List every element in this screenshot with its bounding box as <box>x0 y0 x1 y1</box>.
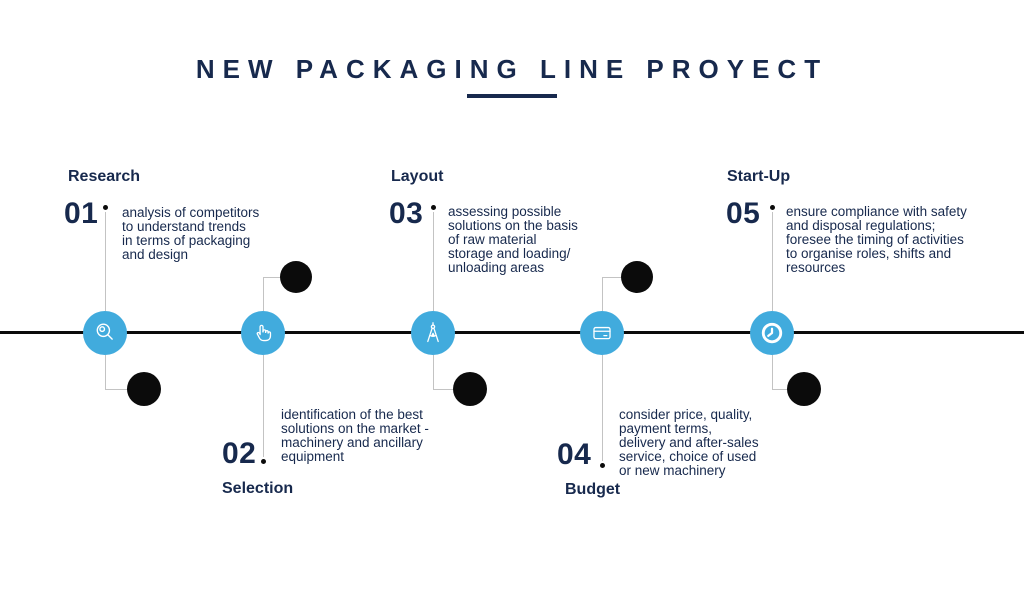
magnifier-icon <box>92 320 118 346</box>
step-3-connector <box>433 389 459 390</box>
step-2-number: 02 <box>222 437 257 470</box>
step-5-marker-dot <box>787 372 821 406</box>
timeline-axis <box>0 331 1024 334</box>
drafting-compass-icon <box>420 320 446 346</box>
page-title: NEW PACKAGING LINE PROYECT <box>195 54 829 84</box>
step-4-label: Budget <box>565 481 621 498</box>
step-4-description: consider price, quality, payment terms, … <box>619 407 759 478</box>
step-2-anchor-dot <box>261 459 266 464</box>
step-1-label: Research <box>68 168 141 185</box>
hand-pointer-icon <box>250 320 276 346</box>
step-1-marker-dot <box>127 372 161 406</box>
step-3-number: 03 <box>389 197 424 230</box>
step-3-node <box>411 311 455 355</box>
step-5-label: Start-Up <box>727 168 791 185</box>
step-2-connector <box>263 277 285 278</box>
step-2-connector <box>263 355 264 457</box>
step-1-node <box>83 311 127 355</box>
step-4-number: 04 <box>557 438 592 471</box>
step-1-description: analysis of competitors to understand tr… <box>122 205 260 262</box>
step-5-number: 05 <box>726 197 761 230</box>
step-3-description: assessing possible solutions on the basi… <box>448 204 578 275</box>
step-5-anchor-dot <box>770 205 775 210</box>
clock-icon <box>757 318 787 348</box>
step-2-description: identification of the best solutions on … <box>281 407 429 464</box>
step-1-connector <box>105 389 133 390</box>
step-1-connector <box>105 212 106 311</box>
title-underline <box>467 94 557 98</box>
step-2-node <box>241 311 285 355</box>
step-4-marker-dot <box>621 261 653 293</box>
step-5-node <box>750 311 794 355</box>
step-2-label: Selection <box>222 480 294 497</box>
step-3-connector <box>433 212 434 311</box>
step-4-connector <box>602 277 626 278</box>
step-2-connector <box>263 277 264 311</box>
credit-card-icon <box>589 320 615 346</box>
step-1-connector <box>105 355 106 390</box>
step-3-anchor-dot <box>431 205 436 210</box>
step-4-connector <box>602 277 603 311</box>
step-5-connector <box>772 355 773 390</box>
step-4-node <box>580 311 624 355</box>
step-1-anchor-dot <box>103 205 108 210</box>
step-4-anchor-dot <box>600 463 605 468</box>
step-1-number: 01 <box>64 197 99 230</box>
step-4-connector <box>602 355 603 461</box>
step-5-connector <box>772 212 773 311</box>
step-3-marker-dot <box>453 372 487 406</box>
step-3-label: Layout <box>391 168 444 185</box>
step-5-description: ensure compliance with safety and dispos… <box>786 204 967 275</box>
step-5-connector <box>772 389 792 390</box>
step-2-marker-dot <box>280 261 312 293</box>
step-3-connector <box>433 355 434 390</box>
